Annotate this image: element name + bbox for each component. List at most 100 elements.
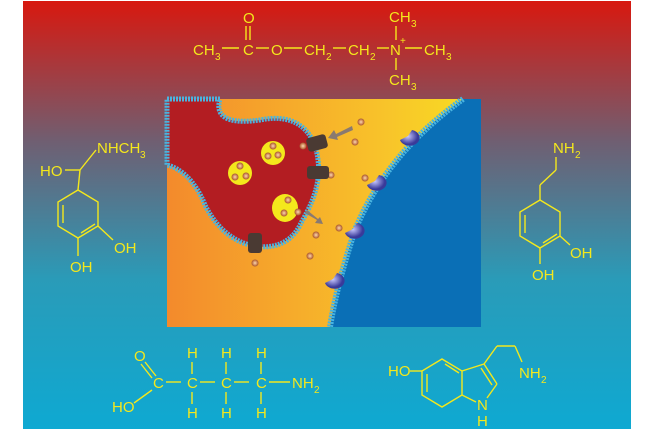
formula-label: 2 — [326, 52, 332, 63]
chemical-bond — [133, 389, 153, 404]
illustration-shape — [306, 252, 314, 260]
chemical-bond — [97, 225, 114, 241]
formula-label: O — [243, 10, 255, 27]
formula-label: OH — [570, 245, 593, 262]
illustration-shape — [327, 171, 335, 179]
chemical-bond — [483, 345, 498, 365]
formula-label: H — [187, 405, 198, 422]
illustration-shape — [345, 223, 365, 239]
chemical-bond — [542, 233, 558, 244]
formula-label: 2 — [370, 52, 376, 63]
formula-label: CH — [348, 42, 370, 59]
formula-label: CH — [193, 42, 215, 59]
illustration-shape — [325, 273, 345, 289]
chemical-bond — [539, 169, 557, 186]
formula-label: HO — [112, 399, 135, 416]
chemical-bond — [80, 223, 96, 234]
formula-label: N — [477, 397, 488, 414]
illustration-shape — [335, 224, 343, 232]
chemical-bond — [514, 345, 523, 363]
formula-label: NH — [519, 365, 541, 382]
formula-label: H — [256, 345, 267, 362]
formula-label: HO — [388, 363, 411, 380]
formula-label: C — [221, 375, 232, 392]
formula-label: C — [187, 375, 198, 392]
illustration-shape — [312, 231, 320, 239]
formula-label: C — [153, 375, 164, 392]
formula-label: 3 — [215, 52, 221, 63]
illustration-shape — [251, 259, 259, 267]
chemical-bond — [461, 363, 485, 372]
formula-label: 3 — [446, 52, 452, 63]
vesicle — [272, 194, 298, 222]
illustration-shape — [306, 134, 328, 152]
illustration-shape — [361, 174, 369, 182]
formula-label: OH — [532, 267, 555, 284]
illustration-shape — [242, 172, 250, 180]
formula-label: NH — [553, 140, 575, 157]
chemical-bond — [140, 363, 153, 379]
illustration-shape — [264, 152, 272, 160]
formula-label: O — [271, 42, 283, 59]
illustration-shape — [351, 138, 359, 146]
formula-label: + — [400, 36, 406, 47]
postsynaptic-cell — [330, 99, 481, 327]
formula-label: CH — [389, 9, 411, 26]
chemical-bond — [483, 363, 498, 385]
illustration-shape — [357, 118, 365, 126]
illustration-shape — [307, 166, 329, 179]
chemical-bond — [79, 149, 97, 171]
illustration-shape — [274, 151, 282, 159]
receptors — [325, 130, 420, 289]
formula-label: 2 — [314, 385, 320, 396]
illustration-shape — [269, 142, 277, 150]
formula-label: HO — [40, 163, 63, 180]
formula-label: 3 — [411, 82, 417, 93]
illustration-shape — [328, 126, 353, 140]
formula-label: CH — [304, 42, 326, 59]
formula-label: C — [243, 42, 254, 59]
formula-label: H — [221, 405, 232, 422]
formula-label: H — [187, 345, 198, 362]
chemical-bond — [77, 169, 81, 191]
formula-label: CH — [389, 72, 411, 89]
illustration-shape — [248, 233, 262, 253]
illustration-shape — [294, 208, 302, 216]
chemical-bond — [444, 363, 460, 374]
formula-label: 3 — [140, 150, 146, 161]
illustration-shape — [367, 175, 387, 191]
chemical-bond — [461, 394, 477, 403]
formula-label: O — [134, 348, 146, 365]
illustration-shape — [305, 210, 323, 224]
neurotransmitter-molecules — [231, 118, 369, 267]
formula-label: 3 — [411, 19, 417, 30]
formula-label: CH — [424, 42, 446, 59]
synapse-illustration — [164, 96, 481, 328]
formula-label: H — [221, 345, 232, 362]
illustration-shape — [236, 162, 244, 170]
illustration-shape — [284, 196, 292, 204]
formula-label: 2 — [541, 375, 547, 386]
formula-label: 2 — [575, 150, 581, 161]
formula-label: OH — [70, 259, 93, 276]
illustration-shape — [280, 209, 288, 217]
illustration-shape — [299, 142, 307, 150]
formula-label: NHCH — [97, 140, 140, 157]
chemical-bond — [486, 383, 498, 399]
chemical-bond — [559, 235, 571, 246]
chemical-bond — [480, 367, 493, 386]
formula-label: C — [256, 375, 267, 392]
illustration-shape — [400, 130, 420, 146]
transporters — [248, 134, 329, 253]
formula-label: N — [390, 42, 401, 59]
chemical-bond — [144, 361, 157, 377]
formula-label: NH — [292, 375, 314, 392]
formula-label: H — [256, 405, 267, 422]
formula-label: OH — [114, 240, 137, 257]
